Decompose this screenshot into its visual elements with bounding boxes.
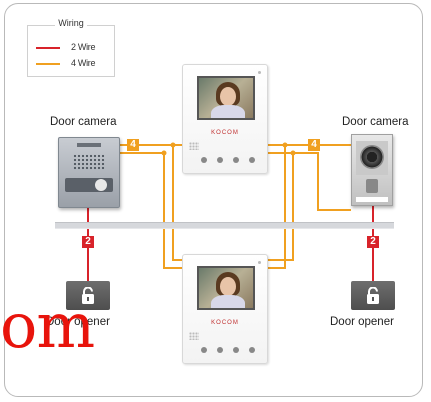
legend-label: 4 Wire [71,58,96,68]
legend-label: 2 Wire [71,42,96,52]
unlock-icon [82,287,94,304]
door-opener-left [66,281,110,310]
legend-swatch-red [36,47,60,49]
legend-title: Wiring [55,18,87,28]
legend-swatch-orange [36,63,60,65]
door-camera-left [58,137,120,208]
unlock-icon [367,287,379,304]
watermark-text: om [0,289,95,362]
monitor-top: KOCOM [182,64,268,174]
four-wire-left-bottom [118,152,165,172]
monitor-screen [197,266,255,310]
four-wire-badge-left: 4 [127,139,139,151]
monitor-brand: KOCOM [211,320,239,326]
door-opener-right-label: Door opener [330,316,394,328]
monitor-brand: KOCOM [211,130,239,136]
four-wire-vertical-left-b [163,153,182,269]
monitor-screen [197,76,255,120]
four-wire-vertical-right [266,145,286,269]
door-opener-left-label: Door opener [46,316,110,328]
four-wire-right-bottom [266,152,351,211]
four-wire-badge-right: 4 [308,139,320,151]
two-wire-badge-left: 2 [82,236,94,248]
door-camera-left-label: Door camera [50,116,117,128]
door-camera-right-label: Door camera [342,116,409,128]
door-opener-right [351,281,395,310]
four-wire-vertical-left [172,145,182,261]
bus-rail [55,222,394,229]
monitor-bottom: KOCOM [182,254,268,364]
two-wire-badge-right: 2 [367,236,379,248]
wiring-legend: Wiring 2 Wire 4 Wire [27,18,115,77]
door-camera-right [351,134,393,206]
four-wire-vertical-right-b [266,153,294,261]
